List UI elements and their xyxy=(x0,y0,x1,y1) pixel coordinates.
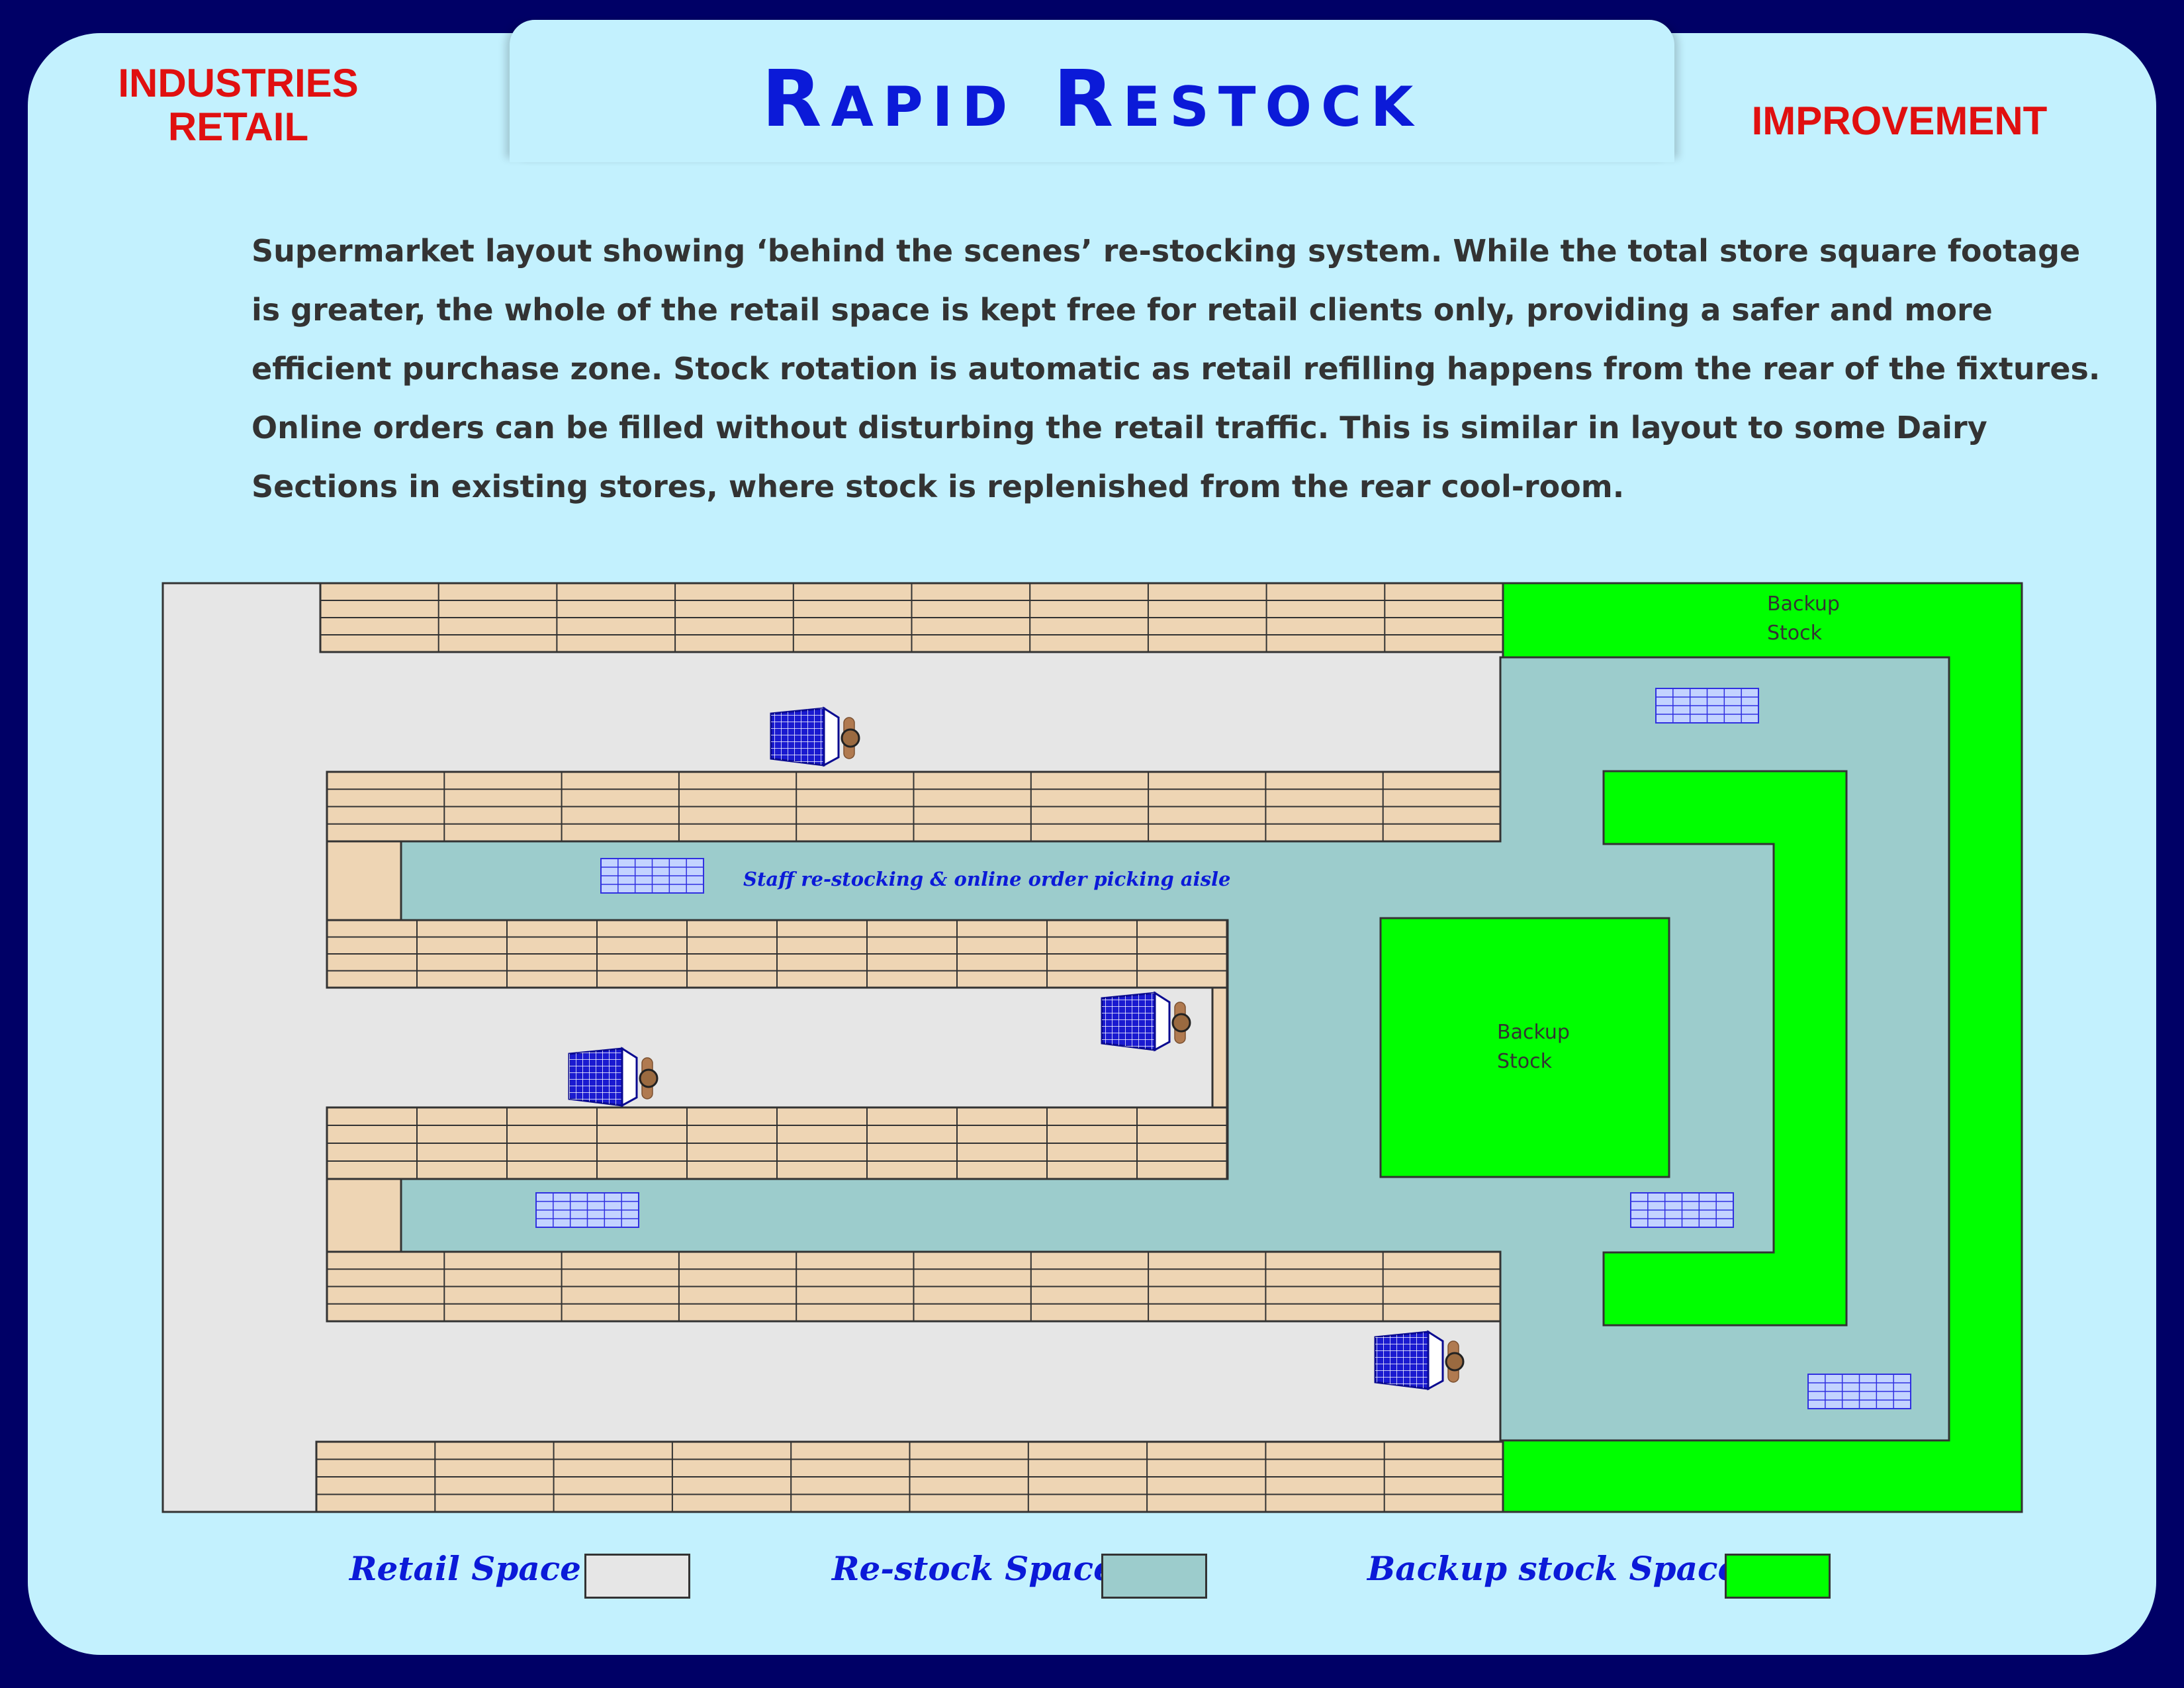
stock-crate xyxy=(1655,688,1759,724)
shelf-row xyxy=(326,1250,1502,1323)
legend-restock-label: Re-stock Space xyxy=(832,1549,1115,1588)
industry-label-line2: RETAIL xyxy=(167,105,309,149)
description-line: is greater, the whole of the retail spac… xyxy=(251,292,1993,328)
backup-top-label: Backup xyxy=(1767,592,1840,616)
aisle-label: Staff re-stocking & online order picking… xyxy=(743,868,1230,890)
shopping-carts xyxy=(568,706,1465,1391)
backup-top-label: Stock xyxy=(1767,622,1823,645)
legend-restock-swatch xyxy=(1101,1554,1207,1599)
legend-backup-label: Backup stock Space xyxy=(1367,1549,1739,1588)
category-label: IMPROVEMENT xyxy=(1751,99,2048,143)
shopping-cart-icon xyxy=(770,706,860,767)
legend-retail-swatch xyxy=(584,1554,690,1599)
shelf-row xyxy=(319,582,1504,653)
description-line: Online orders can be filled without dist… xyxy=(251,410,1987,445)
shelf-row xyxy=(326,771,1502,843)
shelf-endcap xyxy=(326,840,402,921)
shelf-row xyxy=(315,1440,1504,1513)
shelf-endcap xyxy=(326,1178,402,1253)
shelving xyxy=(315,582,1504,1513)
description: Supermarket layout showing ‘behind the s… xyxy=(251,222,2101,516)
industry-label-line1: INDUSTRIES xyxy=(118,61,359,105)
backup-stock-inner xyxy=(1602,770,1848,1327)
industry-label: INDUSTRIES RETAIL xyxy=(113,62,364,149)
backup-center-label: Backup xyxy=(1497,1021,1570,1044)
stock-crate xyxy=(1630,1192,1734,1228)
title-tab xyxy=(510,20,1674,162)
legend-retail-label: Retail Space xyxy=(349,1549,581,1588)
page-title: Rapid Restock xyxy=(761,53,1423,144)
shelf-row xyxy=(326,1106,1228,1180)
stock-crate xyxy=(535,1192,639,1228)
shopping-cart-icon xyxy=(1374,1330,1465,1391)
stock-crate xyxy=(600,858,704,894)
stock-crates xyxy=(535,688,1911,1409)
backup-stock-center xyxy=(1379,917,1670,1178)
backup-center-label: Stock xyxy=(1497,1050,1553,1073)
backup-stock-outer xyxy=(1502,582,2023,1513)
description-line: efficient purchase zone. Stock rotation … xyxy=(251,351,2101,387)
legend-backup-swatch xyxy=(1725,1554,1831,1599)
stock-crate xyxy=(1807,1374,1911,1409)
shelf-endcap xyxy=(1211,986,1228,1109)
shopping-cart-icon xyxy=(568,1047,659,1107)
description-line: Sections in existing stores, where stock… xyxy=(251,469,1625,504)
shopping-cart-icon xyxy=(1101,991,1191,1052)
shelf-row xyxy=(326,919,1228,989)
description-line: Supermarket layout showing ‘behind the s… xyxy=(251,233,2081,269)
